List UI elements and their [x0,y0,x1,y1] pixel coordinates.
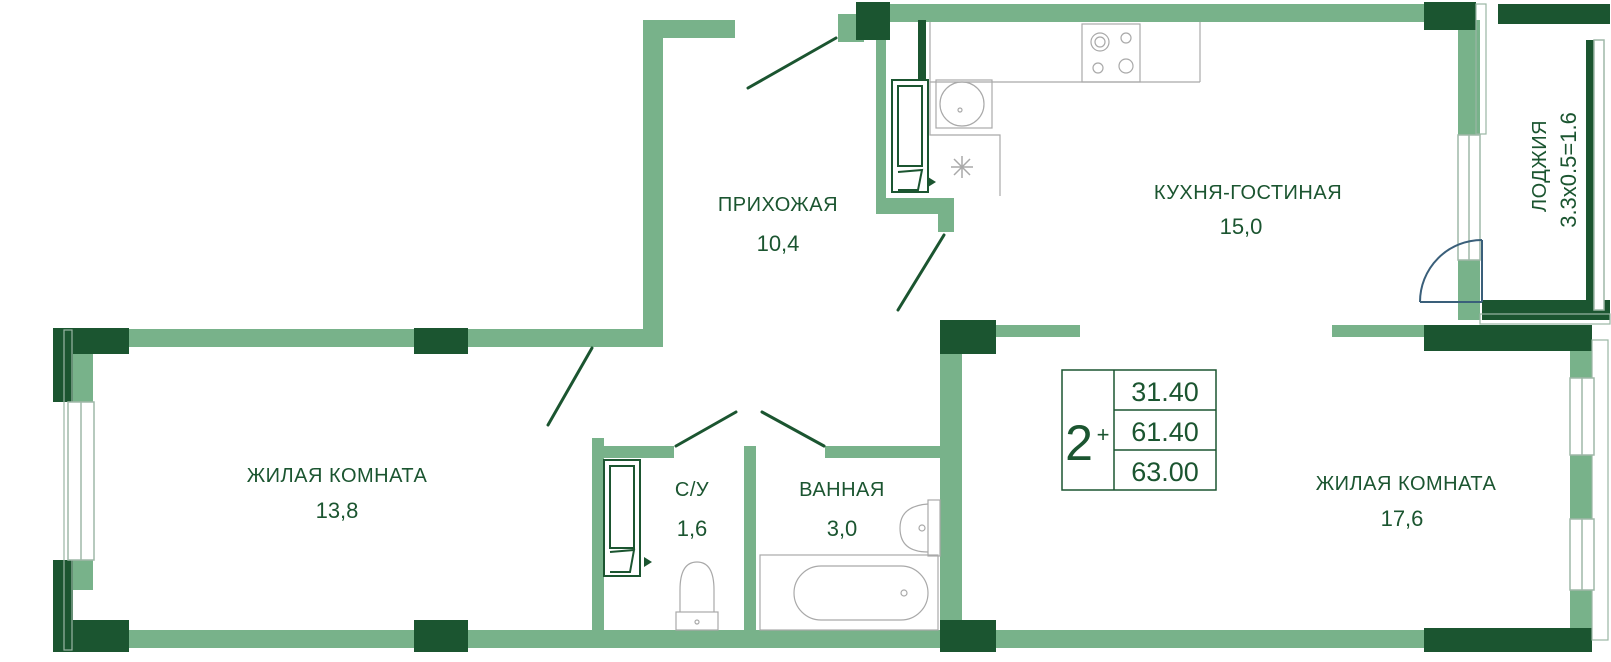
washbasin-icon [899,499,941,557]
room-name-loggia: ЛОДЖИЯ [1529,120,1551,212]
room-area-wc: 1,6 [677,516,708,541]
meter-arrow-icon-wc [644,557,652,567]
meter-niche-wc [603,459,641,577]
room-area-kitchen: 15,0 [1220,214,1263,239]
door-kitchen [896,233,946,312]
walls-light [73,4,1592,648]
room-area-hallway: 10,4 [757,231,800,256]
room-area-bathroom: 3,0 [827,516,858,541]
summary-total-area-with-loggia: 63.00 [1131,457,1199,487]
doors [546,36,946,448]
room-name-wc: С/У [675,479,709,501]
room-area-loggia: 3.3x0.5=1.6 [1556,112,1581,228]
door-entrance [746,36,838,90]
summary-total-area: 61.40 [1131,417,1199,447]
summary-rooms-count: 2 [1065,415,1093,471]
room-area-bedroom-right: 17,6 [1381,506,1424,531]
door-loggia [1419,239,1483,303]
snowflake-icon [951,156,973,178]
bathtub-icon [759,554,939,631]
meter-arrow-icon [928,177,936,187]
door-left-bedroom [546,346,594,427]
stove-icon [1081,23,1141,83]
room-name-hallway: ПРИХОЖАЯ [718,194,838,216]
toilet-icon [675,561,719,631]
kitchen-counter [929,22,1201,196]
room-name-bedroom-left: ЖИЛАЯ КОМНАТА [247,465,428,487]
walls-dark [53,2,1610,652]
window-loggia [1593,39,1605,311]
room-area-bedroom-left: 13,8 [316,498,359,523]
door-bathroom [760,410,826,448]
room-name-bathroom: ВАННАЯ [799,479,885,501]
room-name-bedroom-right: ЖИЛАЯ КОМНАТА [1316,473,1497,495]
door-wc [674,410,738,448]
windows [67,39,1605,591]
summary-rooms-suffix: + [1097,422,1110,447]
summary-living-area: 31.40 [1131,377,1199,407]
meter-niche-kitchen [891,79,929,193]
room-name-kitchen: КУХНЯ-ГОСТИНАЯ [1154,182,1342,204]
area-summary-table [1061,369,1217,491]
insulation [63,3,1611,651]
sink-icon [935,79,993,129]
